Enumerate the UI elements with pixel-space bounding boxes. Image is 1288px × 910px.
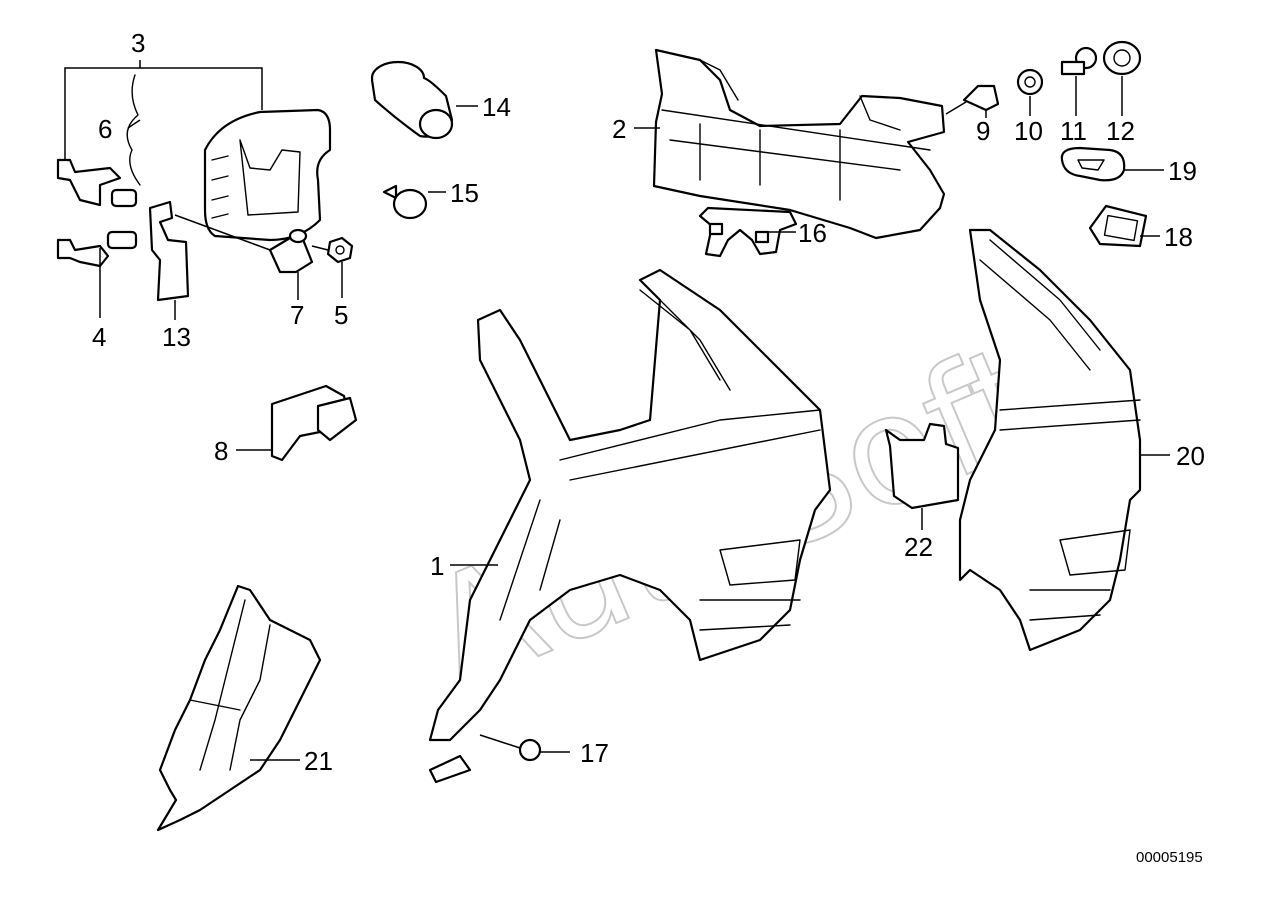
callout-8: 8 [214,436,228,466]
part-15-clip [382,184,446,220]
callout-13: 13 [162,322,191,352]
part-22-bracket [884,422,960,530]
callout-14: 14 [482,92,511,122]
part-9-clip [945,84,1000,118]
callout-labels: 1 2 3 4 5 6 7 8 9 10 11 12 13 14 15 16 1… [92,28,1205,776]
callout-5: 5 [334,300,348,330]
callout-1: 1 [430,551,444,581]
callout-22: 22 [904,532,933,562]
callout-2: 2 [612,114,626,144]
part-fuel-door [174,108,332,251]
callout-15: 15 [450,178,479,208]
callout-12: 12 [1106,116,1135,146]
part-2-rear-panel [634,48,946,240]
callout-4: 4 [92,322,106,352]
callout-21: 21 [304,746,333,776]
part-8-bracket [236,384,358,462]
drawing-number: 00005195 [1136,849,1203,866]
callout-7: 7 [290,300,304,330]
part-11-screw [1060,46,1098,116]
callout-17: 17 [580,738,609,768]
part-19-clip [1060,146,1164,182]
callout-19: 19 [1168,156,1197,186]
part-13-plate [148,200,190,320]
part-14-cap [370,60,478,140]
part-18-plate [1088,204,1160,248]
part-10-washer [1016,68,1044,116]
callout-11: 11 [1060,116,1087,146]
part-hinge-brackets [56,60,263,318]
part-16-bracket [698,206,798,258]
callout-9: 9 [976,116,990,146]
callout-10: 10 [1014,116,1043,146]
part-1-side-panel [428,268,832,784]
part-12-grommet [1102,40,1142,116]
callout-18: 18 [1164,222,1193,252]
callout-16: 16 [798,218,827,248]
part-7-grommet [268,228,314,300]
part-5-nut [311,236,354,298]
part-21-wheelhouse [156,584,322,832]
part-20-outer-panel [958,228,1170,652]
callout-3: 3 [131,28,145,58]
callout-6: 6 [98,114,112,144]
callout-20: 20 [1176,441,1205,471]
